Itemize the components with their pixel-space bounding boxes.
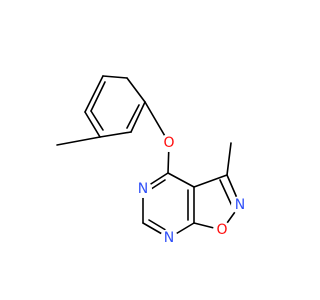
bond-tolyl-3 [130,101,146,133]
bond-tolyl-6 [84,75,104,113]
bond-c3a-c4 [167,172,195,188]
bond-c3-n2-inner [219,179,233,207]
bond-tolyl-6-inner [90,81,106,112]
atom-label: N [164,230,174,246]
bond-tolyl-2 [126,77,146,103]
bond-methyl-isoxazole [226,142,232,176]
ether-oxygen: O [160,134,178,152]
pyrimidine-nitrogen-top: N [134,180,152,198]
bond-tolyl-5-inner [90,110,104,131]
bond-tolyl-1 [102,75,128,79]
bond-methyl-aryl [56,136,101,146]
atom-label: N [235,197,245,213]
molecule-structure: O N N N O [56,75,249,247]
bond-tolyl-5 [84,111,101,138]
bond-layer [56,75,241,239]
bond-tolyl-4 [99,131,132,138]
bond-tolyl-3-inner [126,104,140,129]
pyrimidine-nitrogen-bottom: N [160,229,178,247]
isoxazole-oxygen: O [213,221,231,239]
atom-label: N [138,181,148,197]
atom-label: O [163,135,174,151]
isoxazole-nitrogen: N [231,196,249,214]
atom-label: O [216,222,227,238]
atom-layer: O N N N O [134,134,249,247]
bond-c3a-c3 [193,174,228,188]
